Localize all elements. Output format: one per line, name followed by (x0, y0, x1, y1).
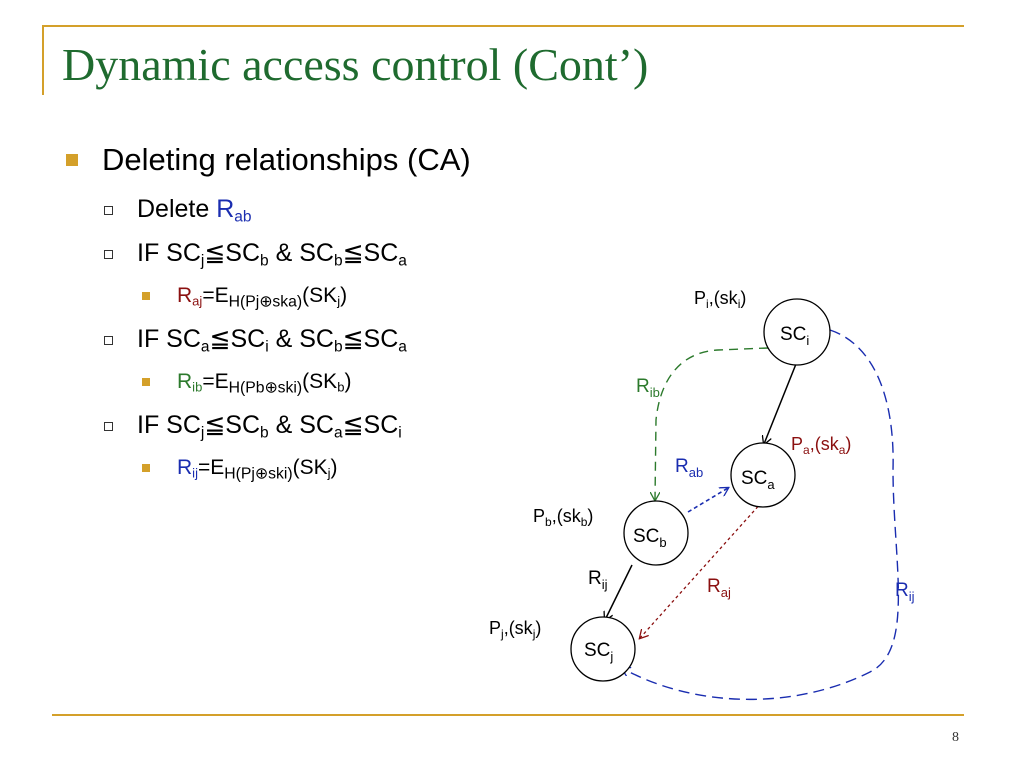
node-sc-j: SCj (570, 616, 636, 682)
edge-i-a-solid (764, 363, 797, 444)
edge-label-rij-solid: Rij (588, 568, 608, 592)
if-sub: a (398, 338, 407, 356)
svg-text:SCi: SCi (780, 324, 809, 348)
if-sub: i (398, 424, 402, 442)
bullet-main: Deleting relationships (CA) (62, 140, 532, 180)
square-bullet-icon (66, 154, 78, 166)
slide-title: Dynamic access control (Cont’) (62, 39, 649, 90)
bullet-delete: Delete Rab (62, 194, 532, 226)
edge-label-rab: Rab (675, 456, 703, 480)
if-op: ≦SC (204, 411, 261, 439)
if-amp: & SC (268, 239, 334, 267)
if-op: ≦SC (342, 325, 399, 353)
eq-e: =E (202, 284, 229, 307)
if-op: ≦SC (204, 239, 261, 267)
bullet-eq-3: Rij=EH(Pj⊕ski)(SKj) (62, 454, 532, 482)
bullet-eq-2: Rib=EH(Pb⊕ski)(SKb) (62, 368, 532, 396)
delete-r: R (216, 195, 235, 223)
edge-rij-blue-curve (622, 329, 900, 701)
key-label-i: Pi,(ski) (694, 288, 746, 311)
eq-sk-sub: j (327, 465, 331, 481)
eq-r: R (177, 456, 193, 479)
eq-r: R (177, 284, 193, 307)
if-op: ≦SC (342, 239, 399, 267)
if-sub: b (333, 252, 343, 270)
eq-e-sub: H(Pb⊕ski) (228, 379, 303, 397)
edge-label-rib: Rib (636, 376, 660, 400)
eq-sk-sub: b (337, 379, 345, 395)
eq-r-sub: aj (192, 293, 203, 309)
svg-text:SCj: SCj (584, 640, 613, 664)
if-sub: a (398, 252, 407, 270)
eq-close: ) (340, 284, 348, 307)
if-amp: & SC (268, 325, 334, 353)
eq-e: =E (197, 456, 225, 479)
eq-e-sub: H(Pj⊕ski) (224, 465, 293, 483)
eq-sk: (SK (292, 456, 328, 479)
eq-e: =E (202, 370, 229, 393)
node-sc-i: SCi (763, 298, 831, 366)
key-label-j: Pj,(skj) (489, 618, 541, 641)
eq-close: ) (330, 456, 338, 479)
bottom-rule (52, 714, 964, 716)
if-sub: b (260, 252, 269, 270)
page-number: 8 (952, 730, 959, 745)
if-sub: j (200, 252, 205, 270)
eq-r-sub: ij (192, 465, 198, 481)
bullet-if-1: IF SCj≦SCb & SCb≦SCa (62, 238, 532, 270)
square-bullet-icon (142, 464, 150, 472)
if-text: IF (137, 325, 167, 353)
edge-rab-blue (687, 488, 728, 513)
eq-r-sub: ib (192, 379, 203, 395)
if-text: IF (137, 239, 167, 267)
edge-label-rij-curve: Rij (895, 580, 915, 604)
if-sc: SC (166, 325, 201, 353)
key-label-b: Pb,(skb) (533, 506, 593, 529)
if-sub: a (333, 424, 343, 442)
if-amp: & SC (268, 411, 334, 439)
bullet-main-text: Deleting relationships (CA) (102, 142, 471, 177)
top-rule (42, 25, 964, 27)
edge-label-raj: Raj (707, 576, 731, 600)
if-sub: i (265, 338, 269, 356)
eq-sk: (SK (302, 284, 338, 307)
delete-r-sub: ab (234, 208, 252, 226)
if-sub: b (260, 424, 269, 442)
svg-text:SCb: SCb (633, 526, 667, 550)
hollow-square-bullet-icon (104, 336, 113, 345)
svg-text:SCa: SCa (741, 468, 775, 492)
node-sc-b: SCb (623, 500, 689, 566)
if-op: ≦SC (342, 411, 399, 439)
delete-label: Delete (137, 195, 217, 223)
square-bullet-icon (142, 292, 150, 300)
eq-sk-sub: j (337, 293, 341, 309)
if-sc: SC (166, 239, 201, 267)
hollow-square-bullet-icon (104, 250, 113, 259)
square-bullet-icon (142, 378, 150, 386)
eq-r: R (177, 370, 193, 393)
node-sc-a: SCa (730, 442, 796, 508)
bullet-if-3: IF SCj≦SCb & SCa≦SCi (62, 410, 532, 442)
hollow-square-bullet-icon (104, 422, 113, 431)
if-sc: SC (166, 411, 201, 439)
eq-sk: (SK (302, 370, 338, 393)
left-rule (42, 25, 44, 95)
bullet-eq-1: Raj=EH(Pj⊕ska)(SKj) (62, 282, 532, 310)
edge-raj-red (640, 501, 763, 638)
bullet-list: Deleting relationships (CA) Delete Rab I… (62, 140, 532, 496)
eq-close: ) (344, 370, 352, 393)
edge-b-j-solid (605, 564, 633, 620)
if-op: ≦SC (209, 325, 266, 353)
eq-e-sub: H(Pj⊕ska) (228, 293, 303, 311)
key-label-a: Pa,(ska) (791, 434, 851, 457)
if-text: IF (137, 411, 167, 439)
bullet-if-2: IF SCa≦SCi & SCb≦SCa (62, 324, 532, 356)
if-sub: a (200, 338, 210, 356)
hollow-square-bullet-icon (104, 206, 113, 215)
if-sub: b (333, 338, 343, 356)
if-sub: j (200, 424, 205, 442)
